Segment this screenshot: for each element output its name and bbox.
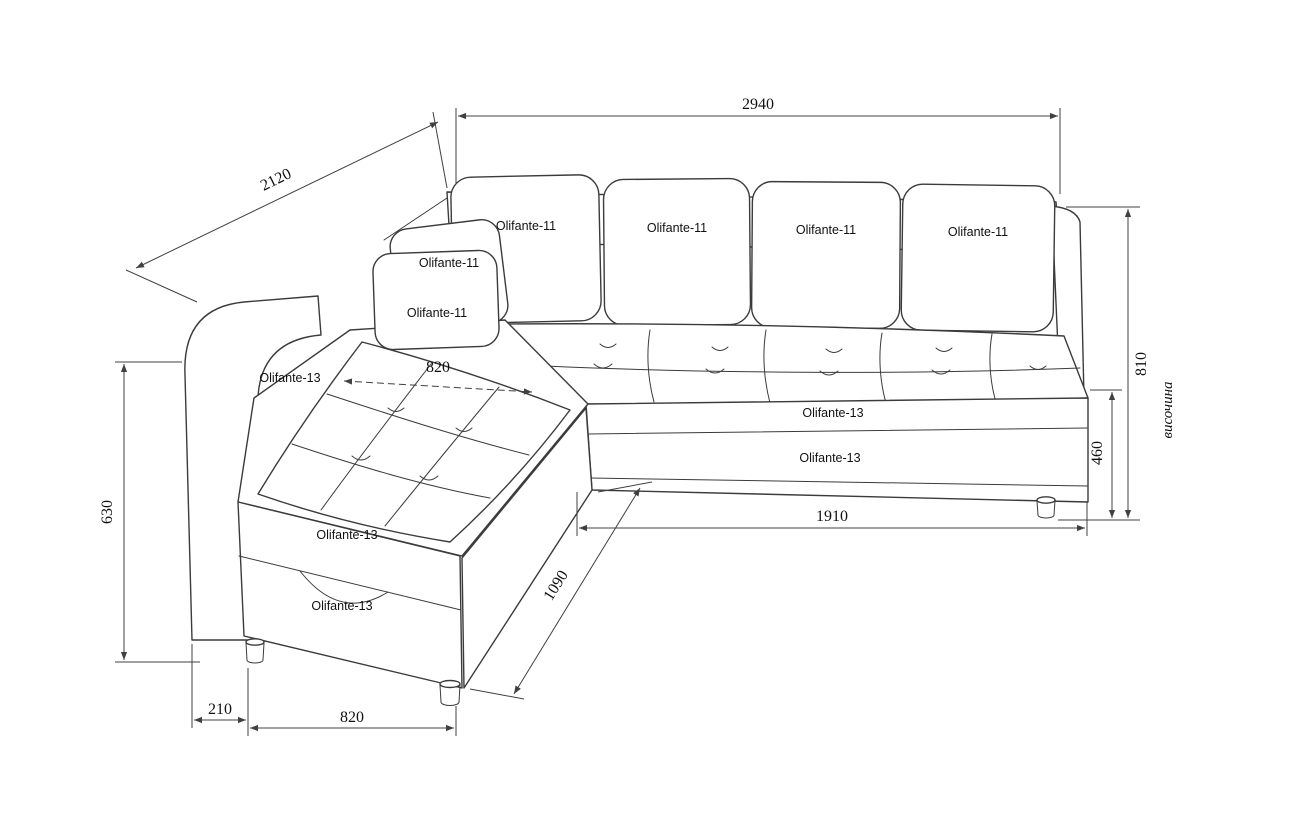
dim-line-chaise-depth: [513, 487, 641, 695]
leg-front-center-body: [439, 684, 461, 706]
leg-front-left-body: [245, 642, 265, 664]
leg-right-cap: [1036, 496, 1056, 504]
right-seat-tuft-line-3: [879, 332, 887, 404]
right-base-seam-2: [589, 477, 1089, 487]
chaise-platform-label: Olifante-13: [259, 371, 320, 385]
chaise-dimple-3: [387, 407, 405, 412]
back-cushion-2: [602, 177, 752, 327]
dim-overall-height: 810: [1133, 352, 1150, 376]
leg-front-left: [245, 638, 265, 664]
chaise-front-lower-label: Olifante-13: [311, 599, 372, 613]
pillow-back-label: Olifante-11: [419, 256, 479, 270]
right-seat-tuft-line-4: [989, 333, 997, 403]
throw-pillows: Olifante-11 Olifante-11: [372, 197, 509, 351]
chaise-dimple-1: [351, 455, 371, 461]
right-seat-outline: [504, 323, 1089, 406]
dim-total-width: 2940: [742, 96, 774, 113]
back-cushion-2-label: Olifante-11: [647, 221, 707, 235]
right-seat-dimple-6: [599, 343, 617, 348]
right-seat-dimple-2: [705, 368, 725, 374]
pillow-front-label: Olifante-11: [407, 306, 467, 320]
back-cushion-3-label: Olifante-11: [796, 223, 856, 237]
right-seat-tuft-line-2: [763, 329, 771, 404]
dim-seat-height: 460: [1089, 441, 1106, 465]
right-seat-tuft-line-1: [647, 329, 655, 403]
back-cushion-4-label: Olifante-11: [948, 225, 1008, 239]
ext-chaise-depth-bottom: [469, 688, 525, 700]
right-seat-dimple-8: [825, 348, 843, 353]
right-seat-dimple-5: [1029, 365, 1047, 370]
ext-chaise-length-bottom: [125, 269, 198, 303]
leg-front-left-cap: [245, 638, 265, 646]
chaise-tuft-line-4: [384, 386, 500, 527]
dim-left-height: 630: [99, 500, 116, 524]
chaise-front-outline: [237, 501, 463, 689]
leg-front-center-cap: [439, 679, 461, 689]
right-seat-mid-seam: [544, 365, 1081, 373]
right-seat-dimple-4: [931, 369, 951, 375]
dim-chaise-front-length: 820: [340, 709, 364, 726]
dim-chaise-depth: 1090: [540, 568, 571, 604]
back-cushion-3: [750, 180, 902, 330]
right-base-upper-label: Olifante-13: [802, 406, 863, 420]
chaise-front-panel: Olifante-13 Olifante-13: [237, 501, 463, 689]
leg-right: [1036, 496, 1056, 519]
right-seat-dimple-1: [593, 363, 613, 369]
right-seat-dimple-3: [819, 370, 839, 376]
right-base: Olifante-13 Olifante-13: [585, 397, 1089, 503]
leg-right-body: [1036, 500, 1056, 519]
right-base-lower-label: Olifante-13: [799, 451, 860, 465]
legs: [245, 496, 1056, 706]
chaise-tuft-line-1: [291, 443, 491, 499]
back-cushions: Olifante-11 Olifante-11 Olifante-11 Olif…: [450, 174, 1056, 333]
dim-leg-inset: 210: [208, 701, 232, 718]
dim-overall-height-caption: височина: [1160, 381, 1176, 438]
chaise-dimple-4: [455, 427, 473, 432]
chaise-handle-arc: [299, 570, 389, 604]
right-seat-dimple-7: [711, 346, 729, 351]
dim-line-seat-depth: [343, 378, 533, 395]
dim-right-section-length: 1910: [816, 508, 848, 525]
chaise-front-upper-label: Olifante-13: [316, 528, 377, 542]
right-base-seam-1: [587, 427, 1088, 435]
dim-line-chaise-length: [135, 121, 439, 269]
chaise-front-seam: [238, 555, 462, 611]
right-seat-cushion: [504, 323, 1089, 406]
dim-chaise-total-length: 2120: [258, 165, 294, 194]
dim-seat-depth: 820: [426, 359, 450, 376]
back-cushion-4: [900, 183, 1056, 333]
chaise-dimple-2: [419, 475, 439, 481]
back-cushion-1-label: Olifante-11: [496, 219, 556, 233]
right-seat-dimple-9: [935, 347, 953, 352]
chaise-tuft-line-2: [326, 393, 530, 456]
leg-front-center: [439, 679, 461, 706]
